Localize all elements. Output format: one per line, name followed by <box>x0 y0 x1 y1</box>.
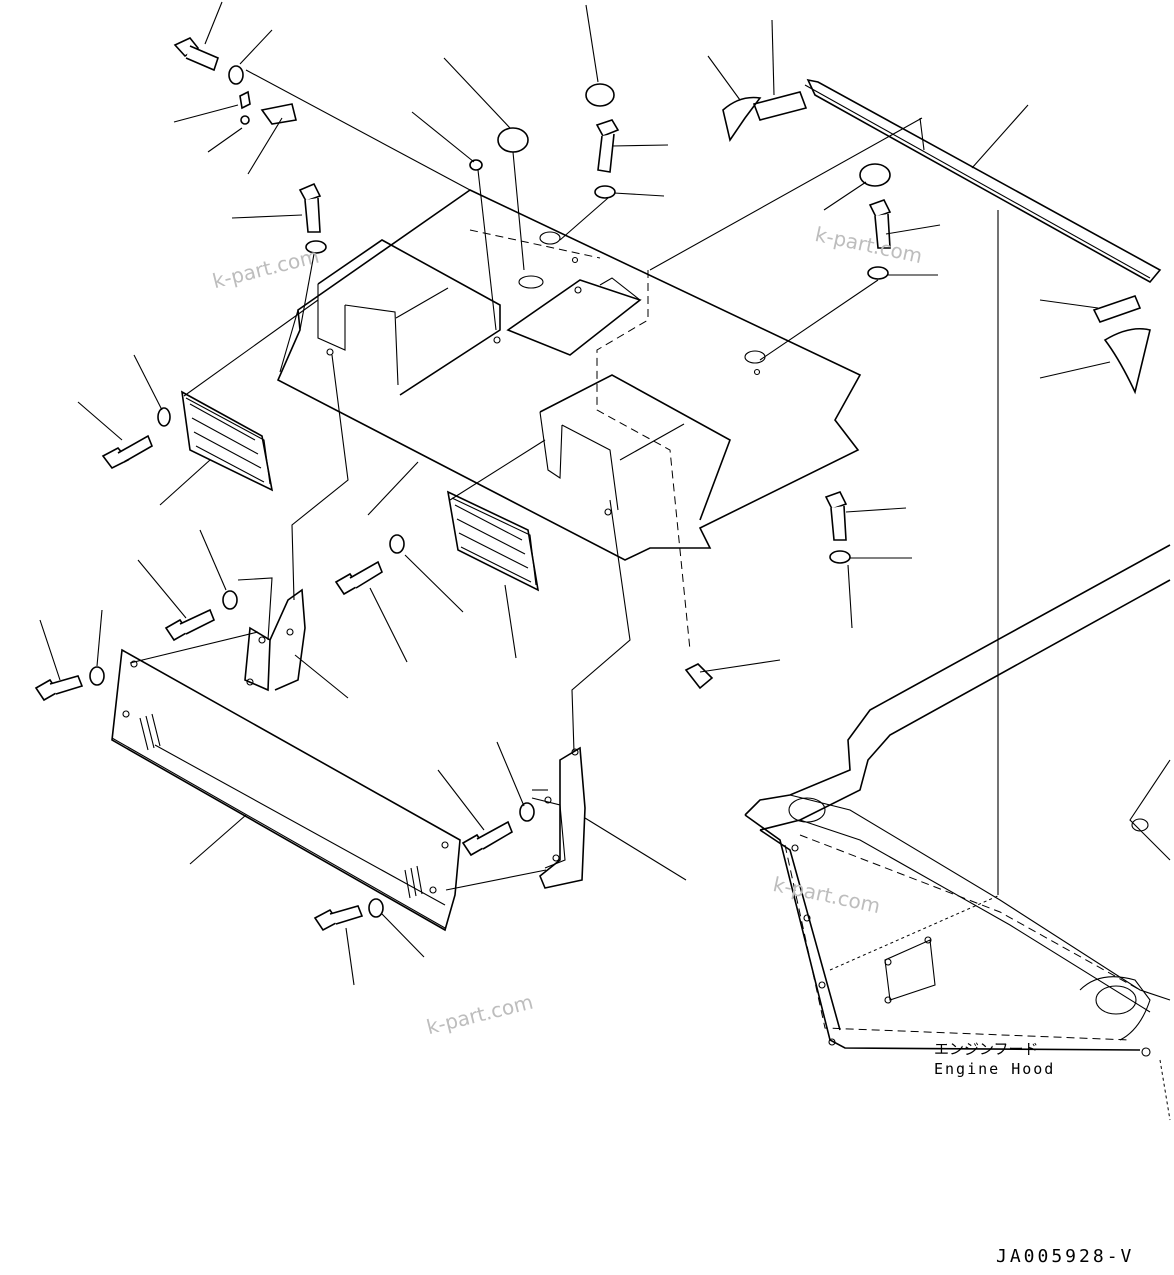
bolts <box>34 37 892 932</box>
main-cover-plate <box>276 189 862 651</box>
bolt-top-left <box>173 37 219 72</box>
engine-hood-label-jp: エンジンフード <box>934 1040 1039 1058</box>
bolt-upper-right <box>868 199 892 249</box>
bolt-top-center <box>595 119 620 173</box>
engine-hood-label-en: Engine Hood <box>934 1060 1056 1078</box>
engine-hood-frame <box>744 544 1171 1121</box>
bolt-left-bracket <box>164 608 216 642</box>
top-seal-strip <box>722 78 1162 395</box>
right-bracket <box>531 746 586 889</box>
bolt-front-right <box>461 820 513 857</box>
left-bracket <box>244 588 306 692</box>
figure-code: JA005928-V <box>996 1246 1135 1267</box>
caps <box>239 83 891 690</box>
bolt-center <box>334 560 383 596</box>
washers <box>89 65 889 918</box>
lower-front-panel <box>111 648 461 932</box>
bolt-bottom <box>313 905 364 932</box>
leader-lines <box>39 1 1111 986</box>
left-louver-grille <box>180 390 274 492</box>
bolt-mid-right <box>824 491 848 541</box>
bolt-front-left <box>34 675 84 702</box>
bolt-mid-left <box>101 434 154 470</box>
center-louver-grille <box>446 490 540 592</box>
bolt-upper-left <box>298 182 322 233</box>
